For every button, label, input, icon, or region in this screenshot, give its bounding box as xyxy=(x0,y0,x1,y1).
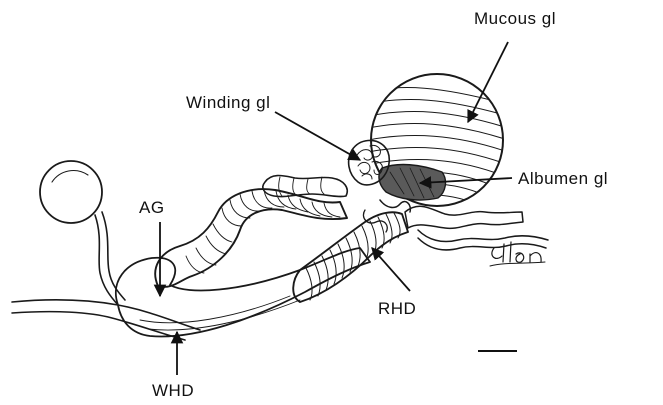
albumen-gland-label: Albumen gl xyxy=(518,169,608,188)
ag-label: AG xyxy=(139,198,165,217)
winding-gland-leader xyxy=(275,112,360,160)
winding-gland-label: Winding gl xyxy=(186,93,270,112)
rhd-leader xyxy=(372,248,410,291)
right-ducts xyxy=(363,200,548,250)
white-hermaphroditic-duct xyxy=(116,248,370,336)
base-duct xyxy=(12,300,200,340)
left-branch-duct xyxy=(263,176,347,197)
whd-label: WHD xyxy=(152,381,194,400)
spermatheca xyxy=(40,161,125,305)
mucous-gland-label: Mucous gl xyxy=(474,9,556,28)
rhd-label: RHD xyxy=(378,299,416,318)
